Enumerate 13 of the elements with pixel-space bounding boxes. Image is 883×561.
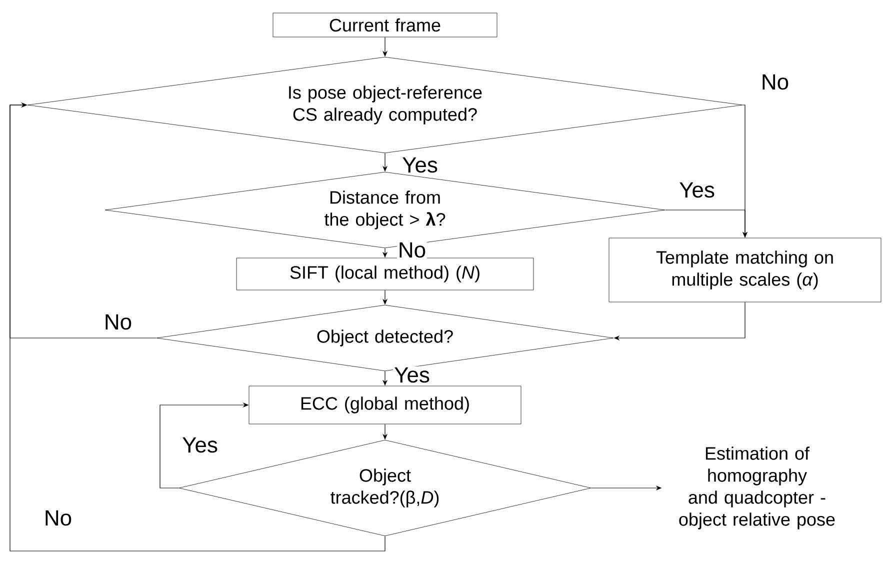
edge-label: Yes [401,156,439,174]
edge-label: No [760,73,790,91]
edge-label: No [396,241,428,259]
edge-label: No [42,509,74,527]
process-box: Current frame [272,12,498,38]
edge-label: Yes [393,366,431,384]
edge-label: Yes [678,181,716,199]
result-text: Estimation of homography and quadcopter - object relative pose [679,446,835,530]
arrow [10,102,386,552]
edge-label: No [102,313,134,331]
process-box: ECC (global method) [248,386,522,424]
process-box: SIFT (local method) (N) [236,258,534,290]
process-box: Template matching on multiple scales (α) [608,238,882,302]
